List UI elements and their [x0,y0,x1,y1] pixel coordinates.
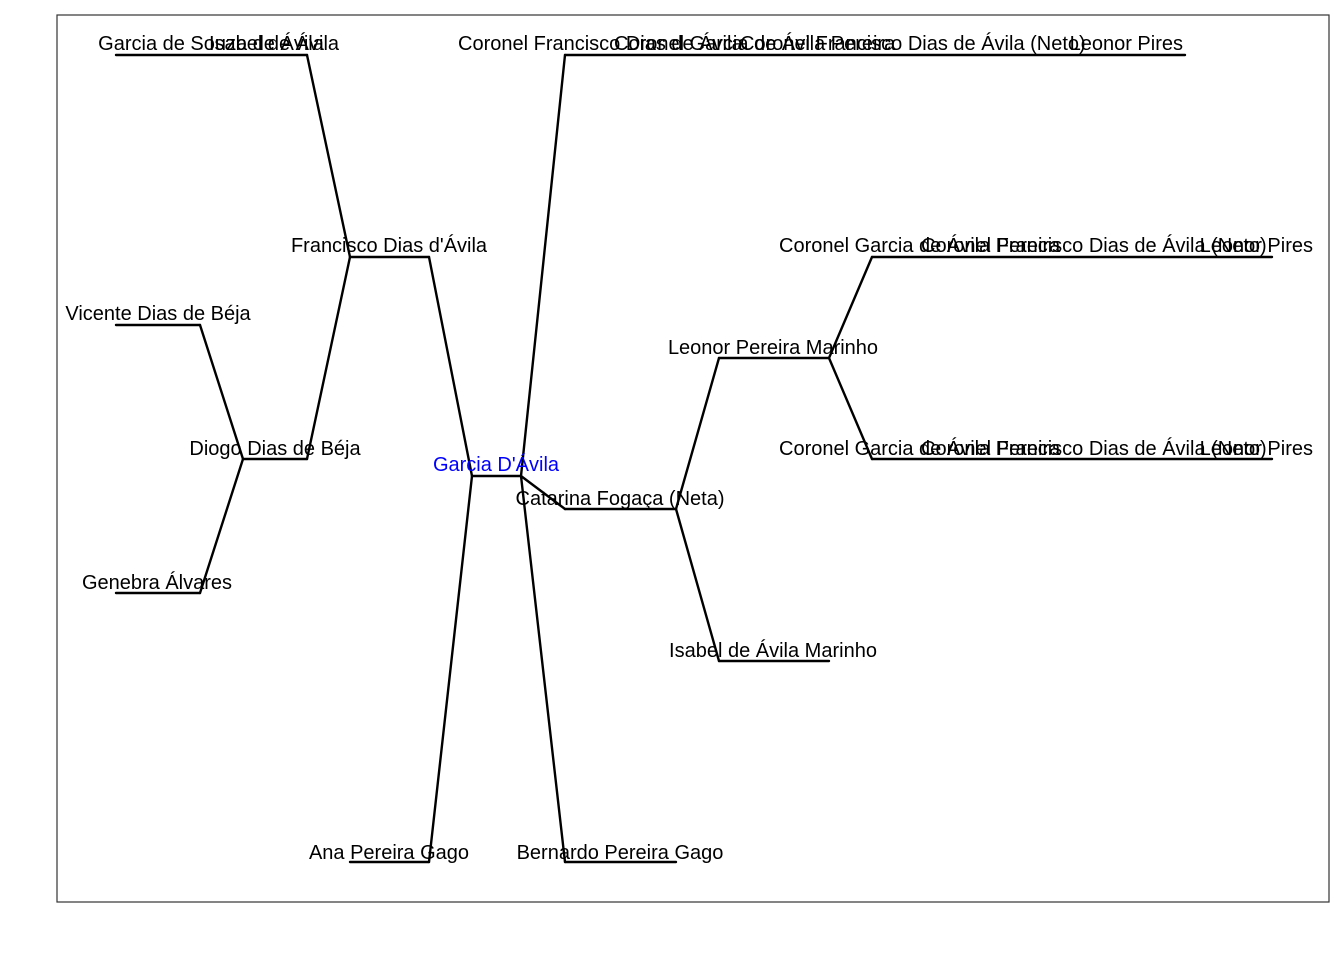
plot-frame [56,14,1330,903]
node-label-coronel-mid-b: Coronel Garcia de Ávila Pereira [779,437,1061,460]
catarina-to-leonor [674,356,721,511]
garcia-to-catarina [519,474,567,511]
node-label-isabel-marinho: Isabel de Ávila Marinho [669,639,877,662]
leonor-to-coronel-a [827,255,874,360]
node-label-leonor-top: Leonor Pires [1070,33,1183,55]
francisco-to-diogo [305,255,352,461]
garcia-to-bernardo [519,474,567,864]
node-label-leonor-mid-a: Leonor Pires [1200,235,1313,257]
node-label-coronel-top: Coronel Francisco Dias de Ávila [458,32,743,55]
node-label-vicente: Vicente Dias de Béja [65,303,251,325]
node-label-francisco: Francisco Dias d'Ávila [291,234,488,257]
node-label-diogo: Diogo Dias de Béja [189,438,361,460]
diogo-to-vicente [198,323,245,461]
node-label-coronel-top-3: Coronel Francisco Dias de Ávila (Neto) [740,32,1086,55]
node-label-leonor: Leonor Pereira Marinho [668,337,878,359]
node-label-isabel-avila: Isabel de Ávila [209,32,340,55]
garcia-to-francisco [427,255,474,478]
node-label-bernardo: Bernardo Pereira Gago [517,842,724,864]
garcia-to-ana [427,474,474,864]
diogo-to-genebra [198,457,245,595]
node-label-coronel-mid-a: Coronel Garcia de Ávila Pereira [779,234,1061,257]
connector-lines [114,53,1274,864]
node-label-focus-garcia: Garcia D'Ávila [433,453,560,476]
node-label-leonor-mid-b: Leonor Pires [1200,438,1313,460]
node-label-coronel-mid-a-2: Coronel Francisco Dias de Ávila (Neto) [921,234,1267,257]
node-label-ana: Ana Pereira Gago [309,842,469,864]
garcia-to-coronel-top [519,53,567,478]
leonor-to-coronel-b [827,356,874,461]
name-labels: Garcia de Souza de Ávila Isabel de Ávila… [65,32,1313,864]
francisco-to-isabel [305,53,352,259]
catarina-to-isabel-marinho [674,507,721,663]
node-label-catarina: Catarina Fogaça (Neta) [516,488,725,510]
node-label-genebra: Genebra Álvares [82,571,232,594]
node-label-garcia-souza: Garcia de Souza de Ávila [98,32,325,55]
node-label-coronel-top-2: Coronel Garcia de Ávila Pereira [614,32,896,55]
node-label-coronel-mid-b-2: Coronel Francisco Dias de Ávila (Neto) [921,437,1267,460]
